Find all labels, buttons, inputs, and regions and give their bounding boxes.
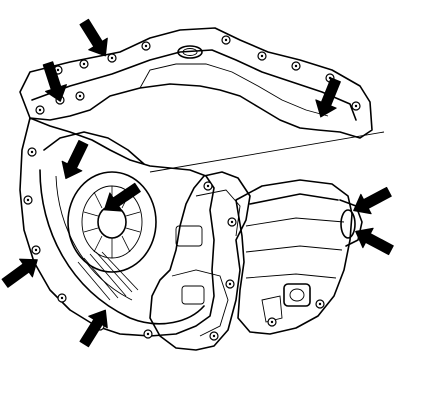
upper-case-flange	[19, 27, 373, 139]
bellhousing	[19, 117, 215, 337]
callout-arrow-left-mid	[61, 139, 89, 180]
converter-spokes	[83, 186, 141, 258]
callout-arrow-left-lower	[1, 258, 38, 288]
callout-arrow-bottom	[79, 309, 108, 348]
extension-housing	[235, 179, 363, 335]
callout-arrow-top-right	[315, 77, 341, 118]
callout-arrow-top-left-lower	[42, 61, 67, 102]
callout-arrow-center	[103, 182, 141, 212]
callout-arrows	[1, 18, 394, 348]
transmission-case	[149, 171, 251, 351]
section-line	[149, 131, 385, 173]
callout-arrow-right-upper	[353, 186, 392, 215]
lower-pan-hatch	[77, 251, 139, 301]
callout-arrow-right-lower	[355, 227, 394, 256]
callout-arrow-top-left-upper	[79, 18, 108, 57]
